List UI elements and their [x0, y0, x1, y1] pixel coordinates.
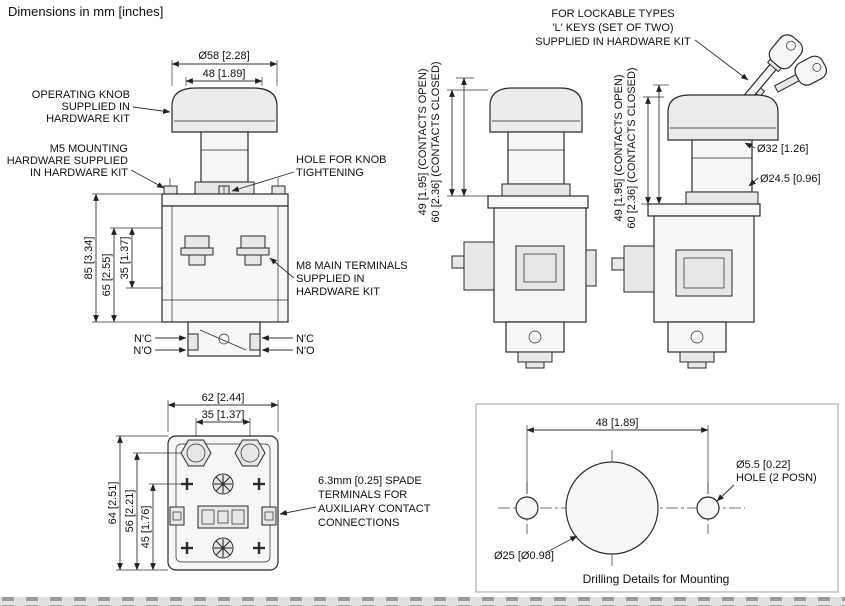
dim-dia25: Ø25 [Ø0.98] — [494, 550, 554, 562]
callout-operating-knob: OPERATING KNOB SUPPLIED IN HARDWARE KIT — [32, 89, 171, 125]
svg-text:M8 MAIN TERMINALS: M8 MAIN TERMINALS — [296, 260, 408, 272]
dim-35-bottom: 35 [1.37] — [202, 409, 245, 421]
knob-stem — [200, 131, 249, 183]
svg-text:IN HARDWARE KIT: IN HARDWARE KIT — [30, 167, 128, 179]
dim-dia245: Ø24.5 [0.96] — [760, 173, 821, 185]
side-terminal-block — [451, 241, 495, 291]
svg-text:SUPPLIED IN HARDWARE KIT: SUPPLIED IN HARDWARE KIT — [535, 36, 691, 48]
dim-65: 65 [2.55] — [101, 254, 113, 297]
callout-knob-hole: HOLE FOR KNOB TIGHTENING — [231, 154, 386, 192]
svg-text:HOLE FOR KNOB: HOLE FOR KNOB — [296, 154, 386, 166]
mounting-hole-left — [515, 496, 539, 520]
switch-body — [161, 205, 289, 323]
svg-text:TIGHTENING: TIGHTENING — [296, 167, 364, 179]
aux-bracket-side — [505, 321, 565, 369]
bottom-body — [167, 435, 279, 571]
side-view: 49 [1.95] (CONTACTS OPEN) 60 [2.36] (CON… — [417, 61, 597, 369]
svg-text:6.3mm [0.25] SPADE: 6.3mm [0.25] SPADE — [318, 475, 422, 487]
front-view: Ø58 [2.28] 48 [1.89] — [7, 50, 408, 357]
svg-text:OPERATING KNOB: OPERATING KNOB — [32, 89, 130, 101]
dim-62: 62 [2.44] — [202, 392, 245, 404]
bottom-ruler — [0, 597, 845, 606]
dim-contacts-closed: 60 [2.36] (CONTACTS CLOSED) — [430, 61, 442, 222]
mounting-hole-main — [565, 461, 659, 555]
label-nc-right: N'C — [296, 333, 314, 345]
callout-hole-2posn: Ø5.5 [0.22] HOLE (2 POSN) — [716, 459, 817, 502]
svg-text:'L' KEYS (SET OF TWO): 'L' KEYS (SET OF TWO) — [552, 22, 673, 34]
svg-text:HARDWARE KIT: HARDWARE KIT — [296, 286, 380, 298]
center-screw-bottom — [212, 537, 234, 559]
svg-text:CONNECTIONS: CONNECTIONS — [318, 517, 399, 529]
dim-contacts-open: 49 [1.95] (CONTACTS OPEN) — [417, 68, 429, 215]
dim-85: 85 [3.34] — [83, 237, 95, 280]
knob-cap-side — [489, 87, 583, 133]
label-nc-left: N'C — [134, 333, 152, 345]
dim-56: 56 [2.21] — [124, 490, 136, 533]
svg-text:M5 MOUNTING: M5 MOUNTING — [50, 143, 128, 155]
m5-screw-left — [163, 178, 178, 195]
dim-contacts-closed-2: 60 [2.36] (CONTACTS CLOSED) — [626, 67, 638, 228]
svg-text:Ø5.5 [0.22]: Ø5.5 [0.22] — [736, 459, 790, 471]
corner-plus-marks — [181, 478, 265, 554]
side-terminal-block-2 — [611, 245, 655, 293]
dim-45: 45 [1.76] — [140, 506, 152, 549]
svg-text:HOLE (2 POSN): HOLE (2 POSN) — [736, 472, 817, 484]
page-title: Dimensions in mm [inches] — [8, 4, 163, 19]
mounting-hole-right — [696, 496, 720, 520]
svg-text:TERMINALS FOR: TERMINALS FOR — [318, 489, 407, 501]
dim-dia32: Ø32 [1.26] — [757, 143, 808, 155]
knob-cap-key — [667, 94, 779, 141]
dim-48-drilling: 48 [1.89] — [596, 417, 639, 429]
dim-dia58: Ø58 [2.28] — [198, 50, 249, 62]
callout-m5-hardware: M5 MOUNTING HARDWARE SUPPLIED IN HARDWAR… — [7, 143, 165, 189]
m8-terminal-right — [236, 235, 270, 266]
callout-lockable-keys: FOR LOCKABLE TYPES 'L' KEYS (SET OF TWO)… — [535, 8, 749, 81]
svg-text:HARDWARE KIT: HARDWARE KIT — [46, 113, 130, 125]
drilling-caption: Drilling Details for Mounting — [583, 572, 730, 586]
m8-terminal-left — [180, 235, 214, 266]
dim-48: 48 [1.89] — [203, 68, 246, 80]
key-icon-back — [773, 55, 827, 93]
aux-contact-bracket — [187, 321, 261, 357]
svg-text:SUPPLIED IN: SUPPLIED IN — [296, 273, 365, 285]
center-screw-top — [212, 473, 234, 495]
svg-text:HARDWARE SUPPLIED: HARDWARE SUPPLIED — [7, 155, 128, 167]
knob-cap — [171, 87, 278, 133]
svg-text:AUXILIARY CONTACT: AUXILIARY CONTACT — [318, 503, 431, 515]
label-no-left: N'O — [133, 345, 152, 357]
dim-64: 64 [2.51] — [107, 482, 119, 525]
aux-bracket-key — [667, 321, 727, 369]
svg-text:FOR LOCKABLE TYPES: FOR LOCKABLE TYPES — [551, 8, 674, 20]
m5-screw-right — [271, 178, 286, 195]
dim-35: 35 [1.37] — [119, 237, 131, 280]
callout-m8-terminals: M8 MAIN TERMINALS SUPPLIED IN HARDWARE K… — [269, 257, 408, 298]
bottom-view: 62 [2.44] 35 [1.37] — [107, 392, 431, 571]
svg-text:SUPPLIED IN: SUPPLIED IN — [62, 101, 131, 113]
dim-contacts-open-2: 49 [1.95] (CONTACTS OPEN) — [613, 74, 625, 221]
label-no-right: N'O — [296, 345, 315, 357]
spade-terminals — [169, 505, 277, 529]
key-view: FOR LOCKABLE TYPES 'L' KEYS (SET OF TWO)… — [535, 8, 827, 369]
callout-spade-terminals: 6.3mm [0.25] SPADE TERMINALS FOR AUXILIA… — [279, 475, 431, 529]
drilling-panel: 48 [1.89] Ø5.5 [0.22] HOLE (2 POSN) Ø25 … — [475, 403, 839, 593]
terminal-bolt-right — [234, 439, 266, 467]
